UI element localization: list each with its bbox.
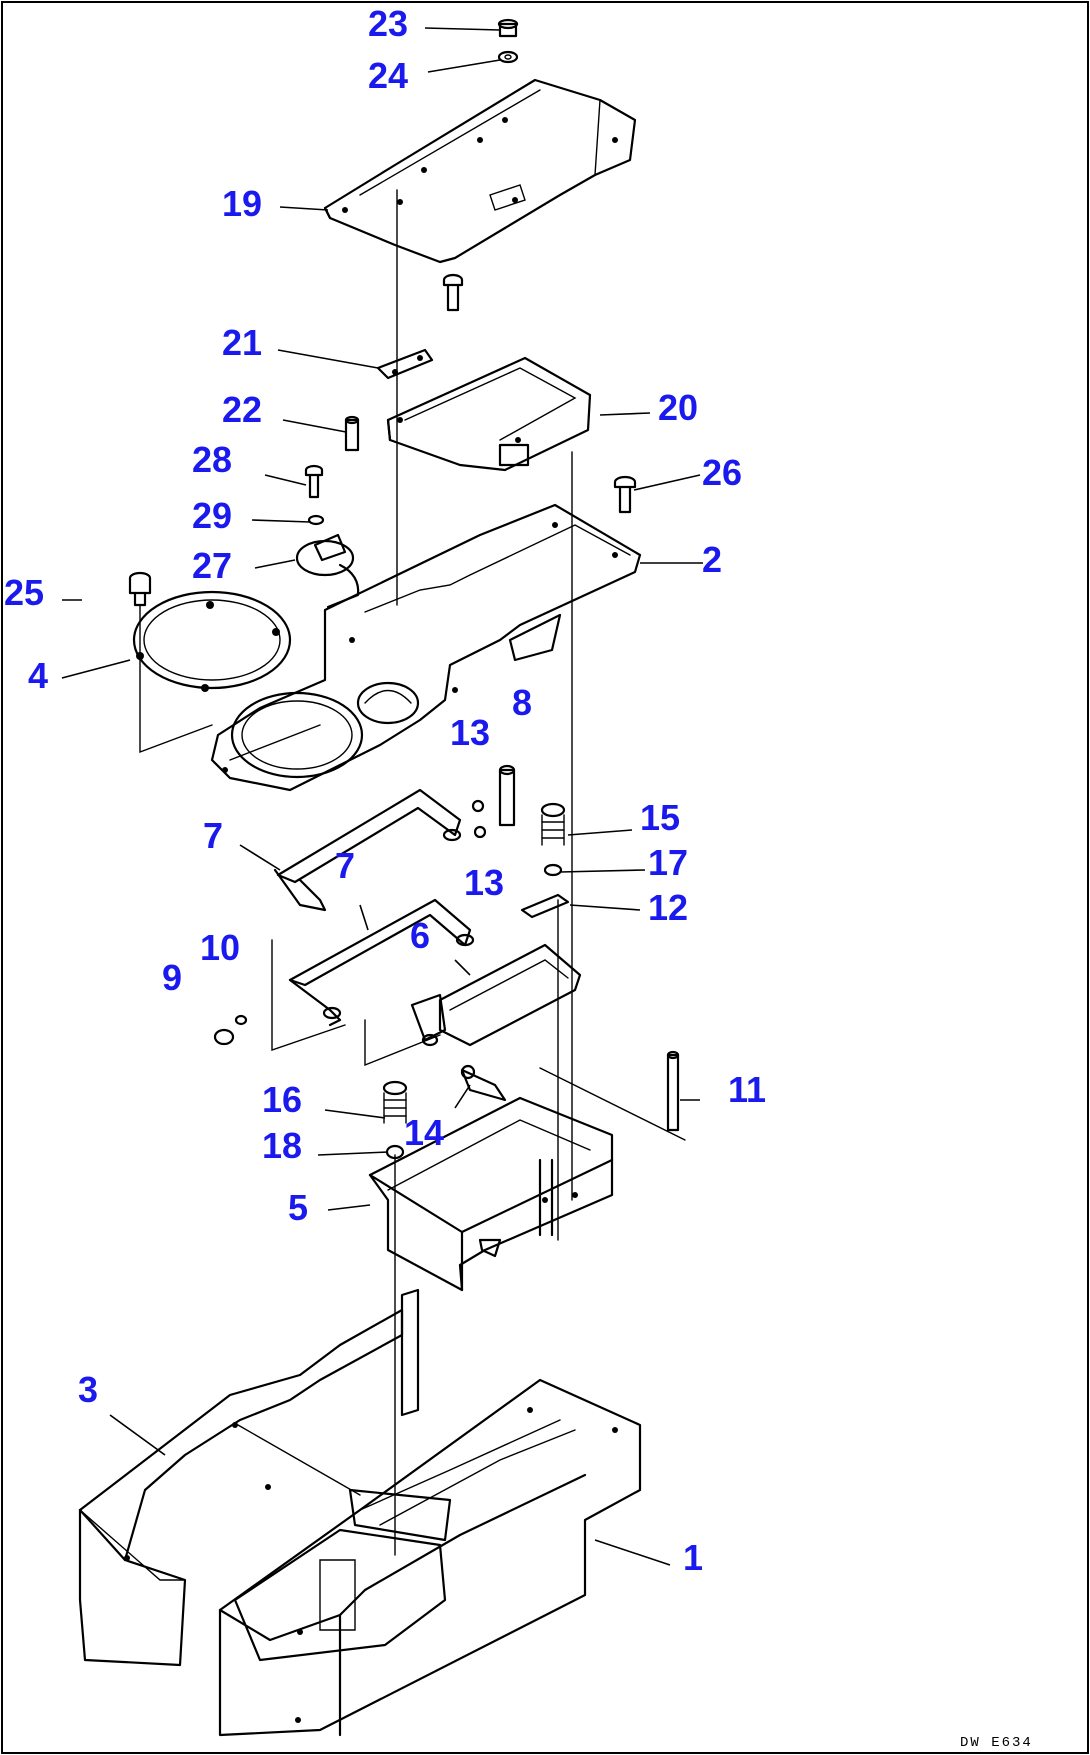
callout-16: 16: [262, 1079, 302, 1120]
part-26-bolt: [613, 475, 637, 514]
callout-13-lower: 13: [464, 862, 504, 903]
screw-top: [442, 273, 464, 312]
part-7-bracket-upper: [273, 788, 462, 912]
assembly-line-7: [271, 939, 346, 1051]
part-13-clip-upper: [471, 799, 485, 813]
callout-29: 29: [192, 495, 232, 536]
callout-20: 20: [658, 387, 698, 428]
callout-27: 27: [192, 545, 232, 586]
part-8-link: [498, 764, 516, 827]
drawing-code: DW E634: [960, 1735, 1033, 1751]
part-21-hinge: [376, 348, 434, 380]
callout-7-right: 7: [335, 845, 355, 886]
assembly-line-11: [539, 1067, 686, 1141]
callout-17: 17: [648, 842, 688, 883]
callout-19: 19: [222, 183, 262, 224]
part-3-side-cover: [78, 1308, 404, 1667]
callout-5: 5: [288, 1187, 308, 1228]
part-13-clip-lower: [473, 825, 487, 839]
callout-6: 6: [410, 915, 430, 956]
part-11-pin: [666, 1050, 680, 1132]
part-28-bolt: [304, 464, 324, 499]
part-5-bracket-box: [368, 1096, 614, 1292]
callout-labels: 23 24 19 21 22 28 29 27 25 4 20 26 2 8 1…: [4, 3, 766, 1578]
callout-25: 25: [4, 572, 44, 613]
callout-21: 21: [222, 322, 262, 363]
part-4-ring: [132, 590, 292, 692]
callout-24: 24: [368, 55, 408, 96]
callout-3: 3: [78, 1369, 98, 1410]
callout-14: 14: [404, 1112, 444, 1153]
callout-22: 22: [222, 389, 262, 430]
part-16-spring: [382, 1080, 408, 1124]
part-6-mechanism: [410, 943, 582, 1047]
leader-lines: [61, 27, 703, 1566]
callout-7-left: 7: [203, 815, 223, 856]
callout-4: 4: [28, 655, 48, 696]
part-1-base-console: [218, 1378, 642, 1737]
part-24-washer: [497, 50, 519, 64]
part-10-washer: [234, 1014, 248, 1026]
callout-13-upper: 13: [450, 712, 490, 753]
part-19-top-cover: [323, 78, 637, 264]
part-7-bracket-lower: [288, 898, 475, 1027]
assembly-line-3: [237, 1424, 361, 1496]
callout-9: 9: [162, 957, 182, 998]
part-23-nut: [497, 18, 519, 38]
part-22-pin: [344, 415, 360, 452]
part-15-spring: [540, 802, 566, 846]
callout-11: 11: [728, 1069, 766, 1110]
callout-1: 1: [683, 1537, 703, 1578]
callout-28: 28: [192, 439, 232, 480]
assembly-line-4: [139, 604, 213, 754]
part-14-switch: [460, 1064, 507, 1102]
part-25-bolt: [128, 571, 152, 607]
part-9-screw: [213, 1028, 235, 1046]
callout-10: 10: [200, 927, 240, 968]
part-20-tray: [386, 356, 592, 472]
part-27-knob: [295, 533, 360, 609]
callout-8: 8: [512, 682, 532, 723]
callout-15: 15: [640, 797, 680, 838]
callout-18: 18: [262, 1125, 302, 1166]
part-2-upper-panel: [210, 503, 642, 792]
part-12-plate: [520, 893, 570, 919]
bolt-rods: [538, 1158, 554, 1237]
callout-12: 12: [648, 887, 688, 928]
callout-23: 23: [368, 3, 408, 44]
gasket-plate: [400, 1288, 420, 1417]
part-29-washer: [307, 514, 325, 526]
callout-2: 2: [702, 539, 722, 580]
part-17-washer: [543, 863, 563, 877]
assembly-line-7b: [364, 1019, 441, 1067]
callout-26: 26: [702, 452, 742, 493]
